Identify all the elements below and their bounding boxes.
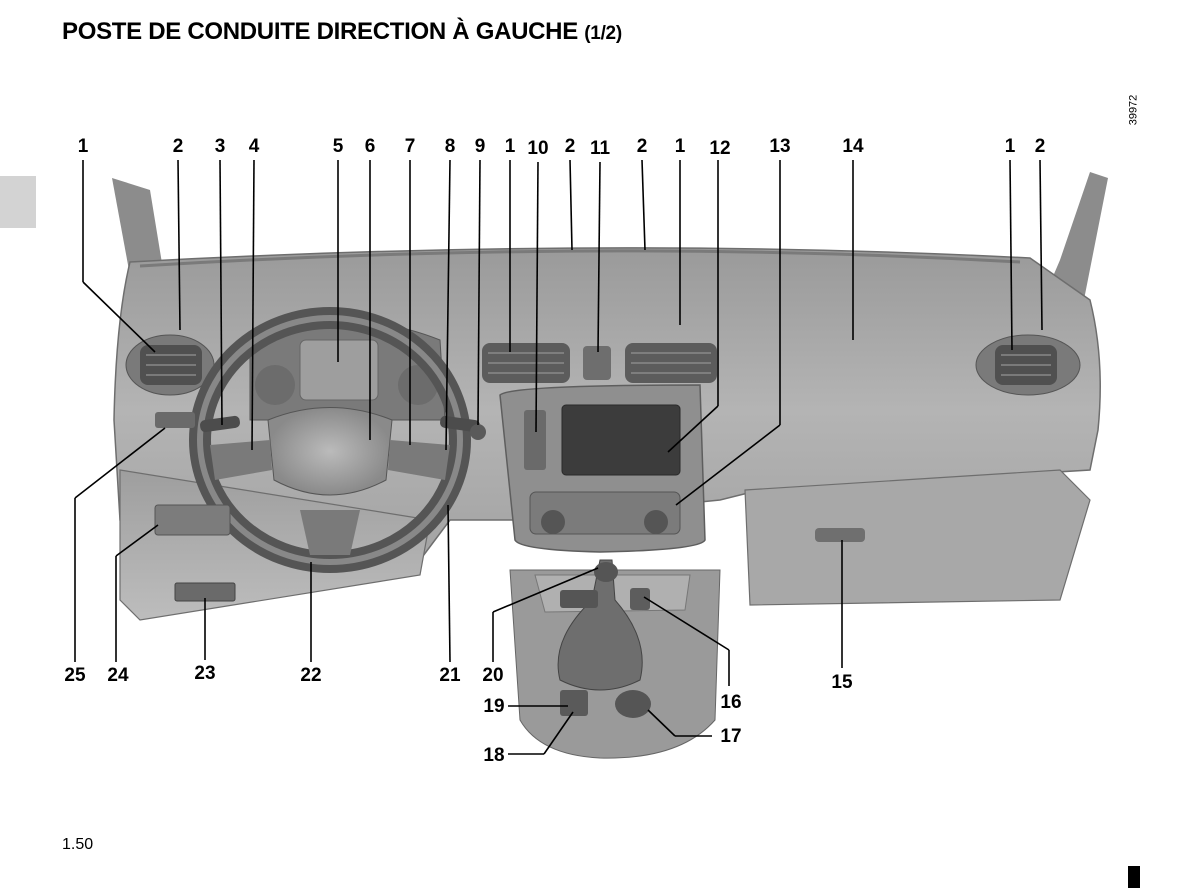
label-23: 23 <box>194 663 216 684</box>
label-10-screen-buttons: 10 <box>527 138 549 159</box>
label-21: 21 <box>439 665 461 686</box>
cluster-display <box>299 339 379 401</box>
gear-knob <box>594 562 618 582</box>
start-button <box>470 424 486 440</box>
label-7-right-wheel-controls: 7 <box>404 136 416 157</box>
label-20: 20 <box>482 665 504 686</box>
label-22: 22 <box>300 665 322 686</box>
label-15: 15 <box>831 672 853 693</box>
label-19: 19 <box>483 696 505 717</box>
label-2-center-defrost-right: 2 <box>636 136 648 157</box>
label-2-right-defrost: 2 <box>1034 136 1046 157</box>
label-11-hazard-switch: 11 <box>589 138 611 159</box>
windscreen-edge <box>139 249 1021 268</box>
label-2-left-defrost: 2 <box>172 136 184 157</box>
title-suffix: (1/2) <box>584 23 622 44</box>
label-18: 18 <box>483 745 505 766</box>
label-12-multimedia-screen: 12 <box>709 138 731 159</box>
lower-left-switches <box>154 504 231 536</box>
steering-wheel-hub <box>267 407 393 496</box>
steering-wheel-highlight <box>197 315 463 565</box>
label-1-center-vent-right: 1 <box>674 136 686 157</box>
label-1-right-vent: 1 <box>1004 136 1016 157</box>
leader-lines <box>74 159 1043 755</box>
steering-spoke-right <box>388 440 450 480</box>
label-4-wheel-controls: 4 <box>248 136 260 157</box>
glovebox <box>744 469 1091 606</box>
page-corner-mark <box>1128 866 1140 888</box>
cluster-dial-left <box>255 365 295 405</box>
left-switch-panel <box>155 412 195 428</box>
label-8-wiper-stalk: 8 <box>444 136 456 157</box>
multimedia-screen <box>561 404 681 476</box>
climate-panel <box>529 491 681 535</box>
label-17: 17 <box>720 726 742 747</box>
label-1-left-vent: 1 <box>77 136 89 157</box>
usb-socket <box>630 588 650 610</box>
left-stalk <box>200 415 240 433</box>
label-5-instrument-panel: 5 <box>332 136 344 157</box>
steering-spoke-left <box>210 440 272 480</box>
gear-lever-boot <box>557 559 643 691</box>
label-13-climate-panel: 13 <box>769 136 791 157</box>
label-6-horn-airbag: 6 <box>364 136 376 157</box>
screen-buttons <box>524 410 546 470</box>
page-title: POSTE DE CONDUITE DIRECTION À GAUCHE (1/… <box>62 18 622 46</box>
climate-knob-right <box>644 510 668 534</box>
steering-spoke-bottom <box>300 510 360 555</box>
page-number: 1.50 <box>62 836 94 853</box>
glovebox-handle <box>815 528 865 542</box>
climate-knob-left <box>541 510 565 534</box>
label-2-center-defrost: 2 <box>564 136 576 157</box>
label-24: 24 <box>107 665 129 686</box>
side-vent-slats <box>146 354 1051 376</box>
hazard-switch <box>583 346 611 380</box>
label-16: 16 <box>720 692 742 713</box>
label-3-lighting-stalk: 3 <box>214 136 226 157</box>
label-25: 25 <box>64 665 86 686</box>
label-1-center-vent: 1 <box>504 136 516 157</box>
label-9-start-button: 9 <box>474 136 486 157</box>
right-stalk <box>440 415 480 433</box>
accessory-socket <box>560 690 588 716</box>
center-vent-slats <box>488 352 711 374</box>
console-switches <box>560 590 598 608</box>
label-14-passenger-airbag: 14 <box>842 136 864 157</box>
title-text: POSTE DE CONDUITE DIRECTION À GAUCHE <box>62 18 578 45</box>
cup-holder <box>615 690 651 718</box>
section-tab <box>0 176 36 228</box>
